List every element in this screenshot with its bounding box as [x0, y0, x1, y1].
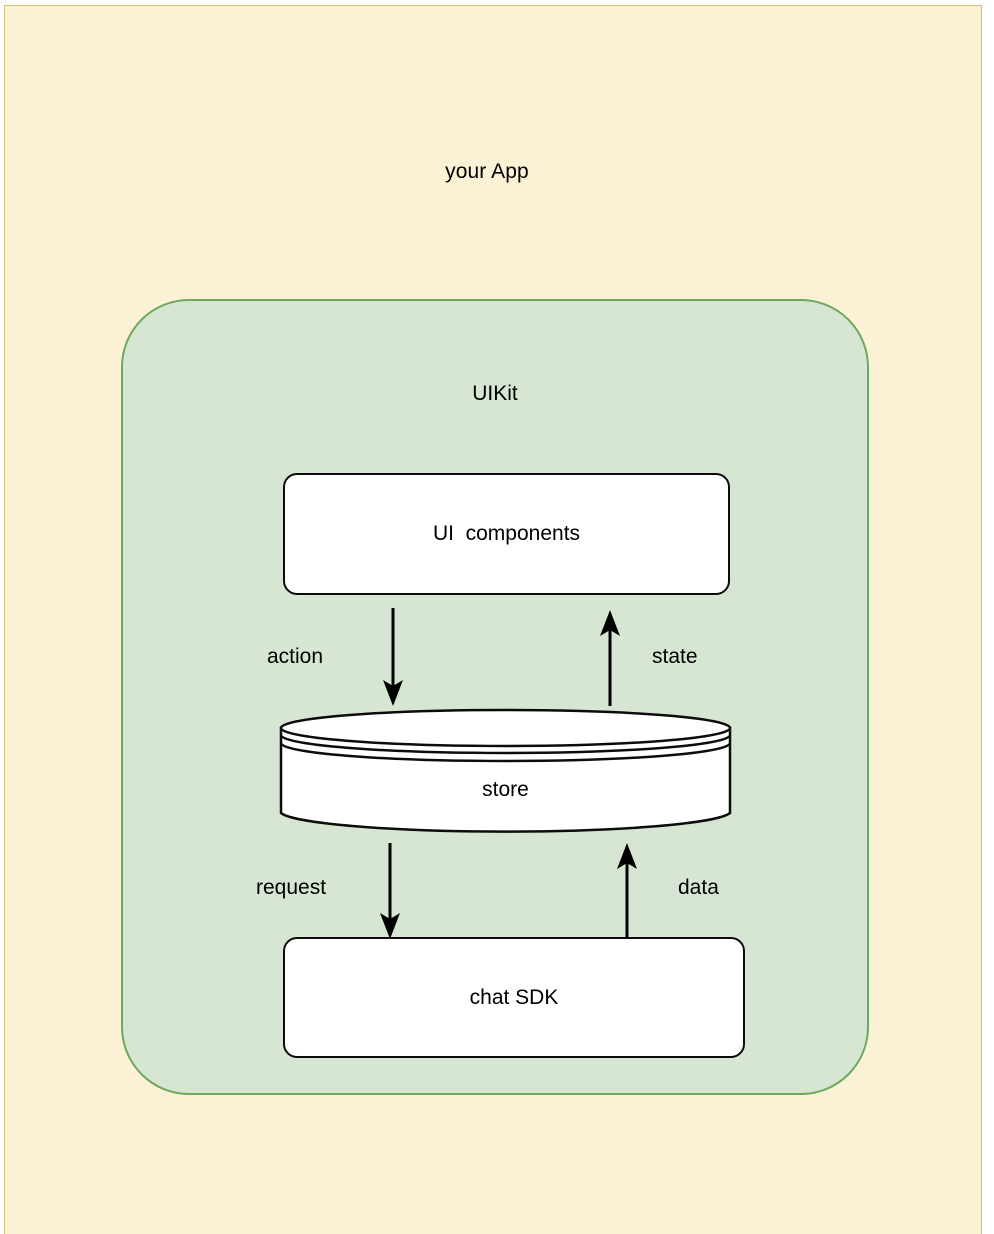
- node-ui-components[interactable]: UI components: [283, 473, 730, 595]
- uikit-label: UIKit: [472, 382, 518, 405]
- arrow-state-up-icon: [595, 610, 625, 706]
- node-store-shape[interactable]: [278, 707, 733, 837]
- edge-label-data: data: [678, 876, 719, 899]
- your-app-label: your App: [445, 160, 529, 183]
- arrow-action-down-icon: [378, 608, 408, 706]
- node-chat-sdk[interactable]: chat SDK: [283, 937, 745, 1058]
- node-store-label: store: [482, 778, 529, 801]
- edge-label-request: request: [256, 876, 327, 899]
- arrow-data-up-icon: [612, 843, 642, 939]
- edge-label-state: state: [652, 645, 698, 668]
- arrow-request-down-icon: [375, 843, 405, 939]
- edge-label-action: action: [267, 645, 324, 668]
